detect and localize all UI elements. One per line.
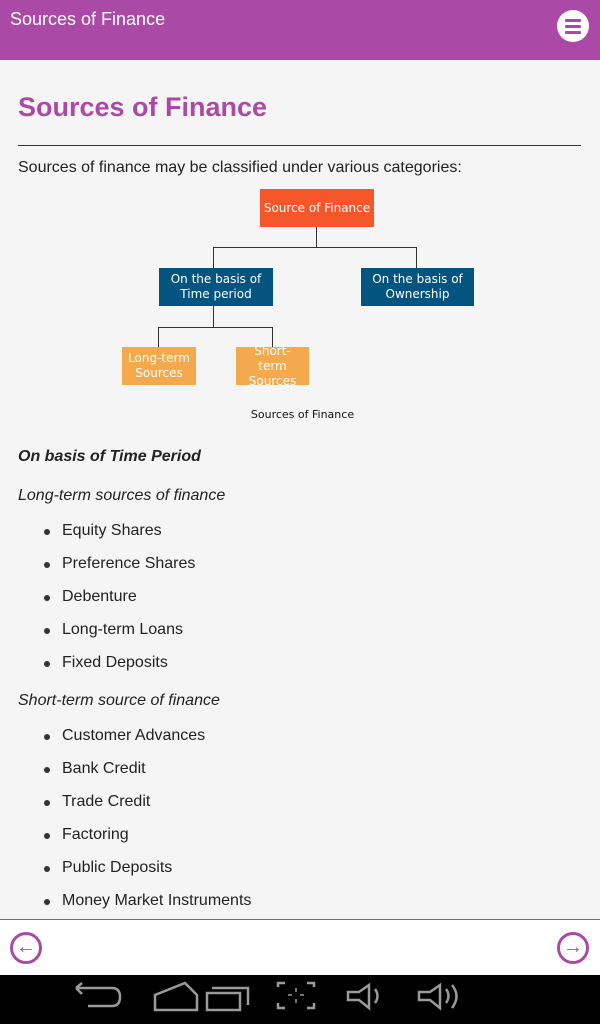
home-icon[interactable] [153,981,199,1012]
section-title: On basis of Time Period [18,448,201,465]
list-item: Preference Shares [43,555,196,572]
diagram-short-term-node: Short-term Sources [236,344,309,388]
list-item: Long-term Loans [44,621,183,638]
system-nav-bar [0,975,600,1024]
list-item: Debenture [44,588,137,605]
list-item: Bank Credit [44,760,146,777]
list-item: Money Market Instruments [43,892,252,909]
bottom-nav-bar: ← → [0,919,600,975]
diagram-time-period-node: On the basis of Time period [159,268,273,306]
divider [18,145,581,146]
arrow-left-circle-icon[interactable]: ← [10,932,42,964]
list-item: Public Deposits [43,859,173,876]
volume-up-icon[interactable] [417,982,458,1011]
intro-text: Sources of finance may be classified und… [18,159,462,176]
content-area[interactable]: Sources of Finance Sources of finance ma… [0,60,600,919]
diagram-long-term-node: Long-term Sources [122,347,196,385]
back-icon[interactable] [75,982,122,1008]
list-item: Trade Credit [43,793,151,810]
arrow-right-circle-icon[interactable]: → [557,932,589,964]
diagram-ownership-node: On the basis of Ownership [361,268,474,306]
app-title: Sources of Finance [10,9,166,29]
long-term-title: Long-term sources of finance [18,487,226,504]
short-term-title: Short-term source of finance [18,692,220,709]
menu-icon[interactable] [557,10,589,42]
recent-apps-icon[interactable] [205,986,250,1012]
volume-down-icon[interactable] [346,982,379,1011]
list-item: Equity Shares [44,522,162,539]
list-item: Factoring [44,826,129,843]
app-header: Sources of Finance [0,0,600,60]
diagram-root-node: Source of Finance [260,189,374,227]
list-item: Fixed Deposits [44,654,168,671]
page-title: Sources of Finance [18,92,268,122]
diagram-caption: Sources of Finance [250,408,355,421]
screenshot-icon[interactable] [276,981,316,1010]
list-item: Customer Advances [43,727,206,744]
